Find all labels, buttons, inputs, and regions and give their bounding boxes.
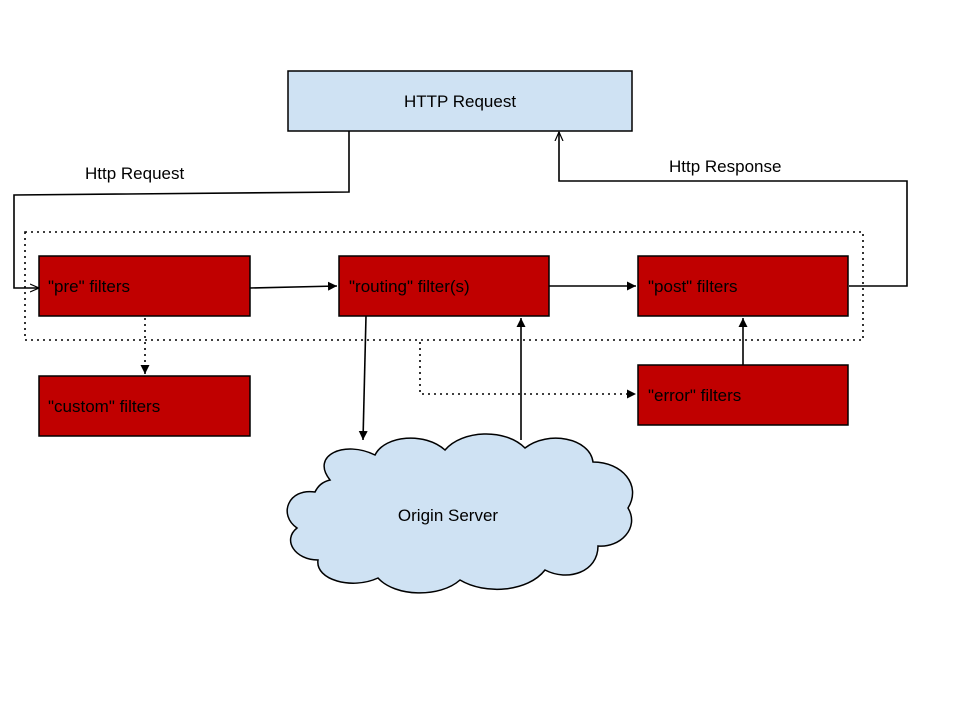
- error-filters-label: "error" filters: [648, 386, 741, 405]
- pre-filters-node: "pre" filters: [38, 255, 251, 317]
- post-filters-label: "post" filters: [648, 277, 738, 296]
- custom-filters-box: [38, 375, 251, 437]
- post-filters-node: "post" filters: [637, 255, 849, 317]
- http-request-box: [287, 70, 633, 132]
- routing-filters-box: [338, 255, 550, 317]
- response-edge-label: Http Response: [669, 157, 781, 176]
- error-filters-box: [637, 364, 849, 426]
- filter-chain-boundary: [24, 231, 864, 341]
- origin-server-label: Origin Server: [398, 506, 498, 525]
- pre-filters-label: "pre" filters: [48, 277, 130, 296]
- custom-filters-node: "custom" filters: [38, 375, 251, 437]
- pre-filters-box: [38, 255, 251, 317]
- request-edge-label: Http Request: [85, 164, 184, 183]
- origin-server-node: Origin Server: [286, 433, 634, 594]
- post-filters-box: [637, 255, 849, 317]
- error-filters-node: "error" filters: [637, 364, 849, 426]
- custom-filters-label: "custom" filters: [48, 397, 160, 416]
- http-request-label: HTTP Request: [404, 92, 516, 111]
- routing-to-error-edge: [419, 342, 636, 399]
- response-edge: [559, 132, 908, 287]
- request-edge: [13, 131, 350, 288]
- origin-server-cloud: [286, 433, 634, 594]
- pre-to-routing-edge: [249, 281, 338, 291]
- routing-filters-node: "routing" filter(s): [338, 255, 550, 317]
- routing-filters-label: "routing" filter(s): [349, 277, 470, 296]
- http-request-node: HTTP Request: [287, 70, 633, 132]
- routing-to-origin-edge: [358, 315, 368, 441]
